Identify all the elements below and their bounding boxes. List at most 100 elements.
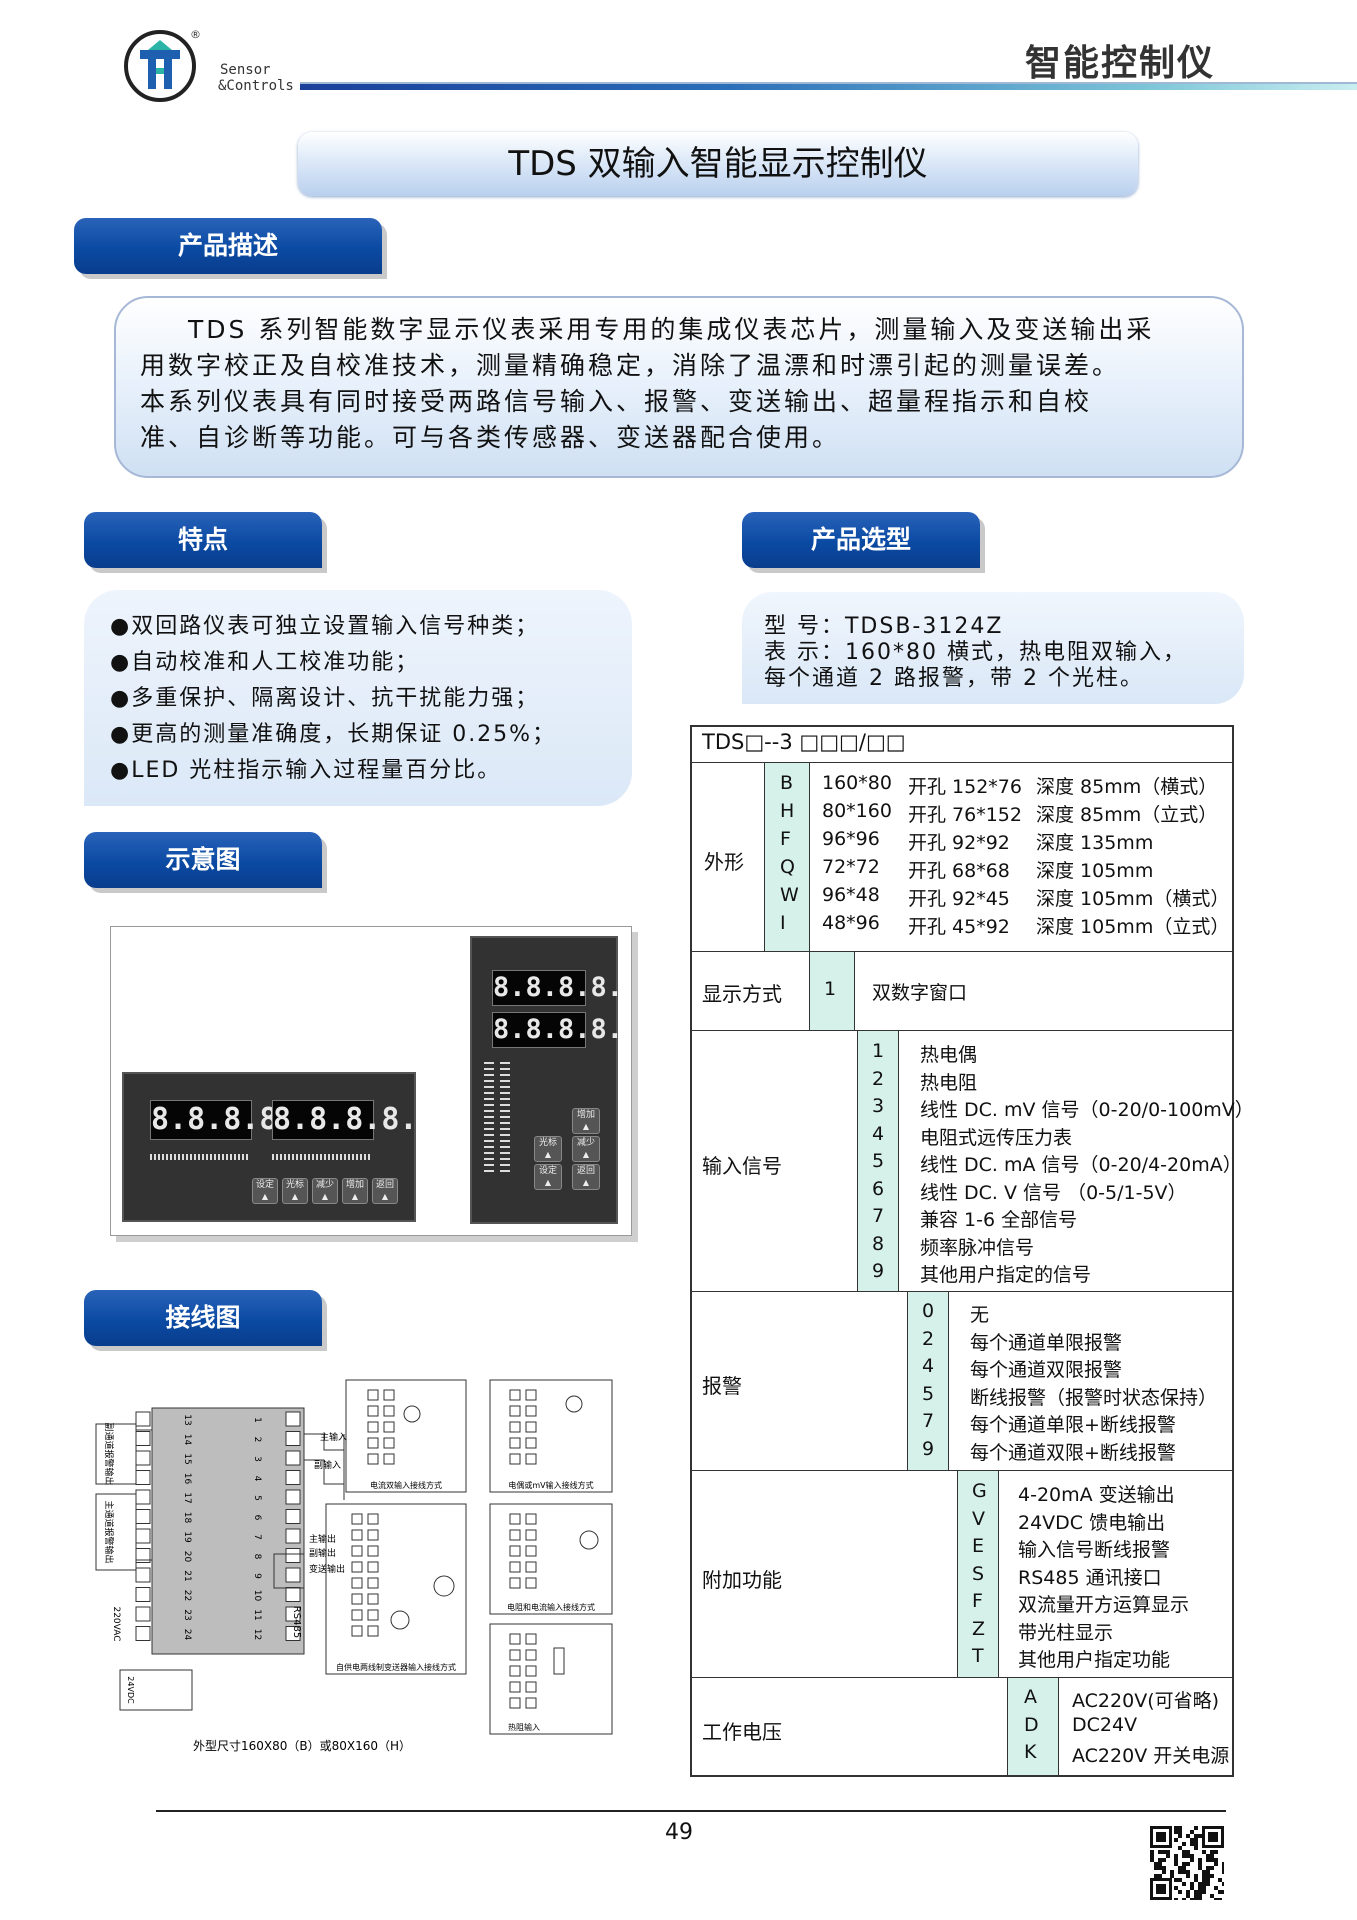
table-divider [998, 1471, 999, 1677]
shape-code: Q [780, 856, 795, 878]
extra-code: F [972, 1590, 983, 1612]
bargraph [484, 1062, 494, 1174]
meter-button-label: 设定 [538, 1166, 557, 1176]
terminal-number-right: 6 [252, 1515, 262, 1521]
meter-button-label: 返回 [375, 1180, 394, 1190]
shape-depth: 深度 105mm [1036, 860, 1154, 882]
meter-button: 设定▲ [534, 1164, 562, 1190]
bargraph [272, 1154, 372, 1160]
meter-button: 返回▲ [572, 1164, 600, 1190]
input-desc: 热电偶 [920, 1044, 978, 1066]
terminal-number-right: 7 [252, 1534, 262, 1540]
input-desc: 频率脉冲信号 [920, 1236, 1035, 1259]
table-divider [1007, 1678, 1008, 1775]
table-divider [690, 1470, 1234, 1471]
registered-mark: ® [190, 28, 201, 41]
terminal-number-right: 12 [252, 1629, 262, 1640]
feature-item: ●自动校准和人工校准功能； [110, 650, 420, 675]
table-divider [857, 1031, 858, 1291]
shape-size: 96*96 [822, 828, 880, 850]
extra-code: Z [972, 1617, 986, 1640]
wiring-caption: 外型尺寸160X80（B）或80X160（H） [193, 1739, 411, 1753]
terminal-number-right: 3 [252, 1456, 262, 1462]
alarm-code: 7 [922, 1410, 935, 1432]
shape-depth: 深度 105mm（横式） [1036, 888, 1230, 910]
extra-desc: 输入信号断线报警 [1018, 1539, 1171, 1561]
wiring-label-side1: 副通道报警输出 [103, 1422, 115, 1485]
power-code-column [1008, 1678, 1058, 1775]
arrow-icon: ▲ [291, 1192, 299, 1201]
title-banner [298, 132, 1138, 196]
seg-display: 8.8.8.8. [150, 1100, 296, 1140]
display-code-column [810, 952, 854, 1030]
wiring-label-ac: 220VAC [111, 1606, 121, 1641]
shape-cutout: 开孔 68*68 [908, 860, 1010, 882]
meter-button: 增加▲ [342, 1178, 368, 1204]
header-gradient-bar [300, 84, 1357, 90]
table-divider [764, 763, 765, 951]
table-divider [690, 1677, 1234, 1678]
input-code: 8 [872, 1232, 885, 1255]
shape-cutout: 开孔 92*45 [908, 888, 1010, 910]
terminal-number-left: 24 [182, 1629, 192, 1641]
alarm-code: 0 [922, 1300, 935, 1322]
alarm-desc: 每个通道单限报警 [970, 1331, 1123, 1354]
terminal-number-left: 15 [182, 1453, 192, 1464]
terminal-number-left: 21 [182, 1570, 192, 1581]
table-divider [809, 763, 810, 951]
shape-cutout: 开孔 76*152 [908, 804, 1022, 826]
model-meaning-1: 表 示：160*80 横式，热电阻双输入， [764, 640, 1187, 665]
feature-item: ●LED 光柱指示输入过程量百分比。 [110, 758, 502, 783]
display-label: 显示方式 [702, 982, 782, 1006]
input-label: 输入信号 [702, 1154, 782, 1178]
section-description-heading: 产品描述 [74, 218, 382, 274]
meter-button: 减少▲ [312, 1178, 338, 1204]
input-code: 5 [872, 1150, 885, 1172]
wiring-label-rs485: RS485 [291, 1606, 302, 1638]
extra-code: E [972, 1535, 985, 1557]
display-code: 1 [824, 978, 837, 1000]
selection-example-box [742, 592, 1244, 704]
terminal-number-right: 8 [252, 1554, 262, 1560]
alarm-desc: 每个通道双限+断线报警 [970, 1441, 1176, 1464]
meter-button: 设定▲ [252, 1178, 278, 1204]
alarm-code: 5 [922, 1382, 935, 1405]
alarm-code: 9 [922, 1437, 935, 1460]
shape-size: 96*48 [822, 884, 880, 906]
shape-size: 160*80 [822, 772, 892, 794]
seg-display: 8.8.8.8. [272, 1100, 418, 1140]
features-box [84, 590, 632, 806]
wiring-label-dc: 24VDC [126, 1676, 135, 1704]
shape-code: F [780, 828, 791, 850]
input-code-column [858, 1031, 898, 1291]
terminal-number-left: 14 [182, 1434, 192, 1446]
alarm-desc: 断线报警（报警时状态保持） [970, 1386, 1218, 1409]
input-code: 6 [872, 1177, 885, 1200]
shape-size: 80*160 [822, 800, 892, 822]
shape-code-column [765, 763, 809, 951]
arrow-icon: ▲ [544, 1150, 552, 1159]
shape-cutout: 开孔 92*92 [908, 832, 1010, 854]
shape-depth: 深度 105mm（立式） [1036, 916, 1230, 938]
input-desc: 线性 DC. mV 信号（0-20/0-100mV） [920, 1099, 1254, 1121]
terminal-number-left: 22 [182, 1590, 192, 1601]
table-divider [690, 1030, 1234, 1031]
terminal-number-right: 2 [252, 1437, 262, 1443]
bargraph [500, 1062, 510, 1174]
extra-code: S [972, 1562, 985, 1585]
terminal-number-right: 4 [252, 1476, 262, 1482]
shape-cutout: 开孔 152*76 [908, 776, 1022, 798]
meter-button-label: 设定 [255, 1180, 274, 1190]
shape-size: 72*72 [822, 856, 880, 878]
feature-item: ●多重保护、隔离设计、抗干扰能力强； [110, 686, 540, 711]
terminal-number-left: 18 [182, 1512, 192, 1524]
alarm-code: 4 [922, 1355, 935, 1377]
description-line: 用数字校正及自校准技术，测量精确稳定，消除了温漂和时漂引起的测量误差。 [140, 351, 1121, 380]
input-code: 4 [872, 1122, 885, 1145]
input-code: 3 [872, 1095, 885, 1117]
input-desc: 线性 DC. mA 信号（0-20/4-20mA） [920, 1154, 1242, 1176]
table-divider [690, 762, 1234, 763]
terminal-number-right: 9 [252, 1573, 262, 1579]
header-thin-line [300, 82, 1357, 84]
